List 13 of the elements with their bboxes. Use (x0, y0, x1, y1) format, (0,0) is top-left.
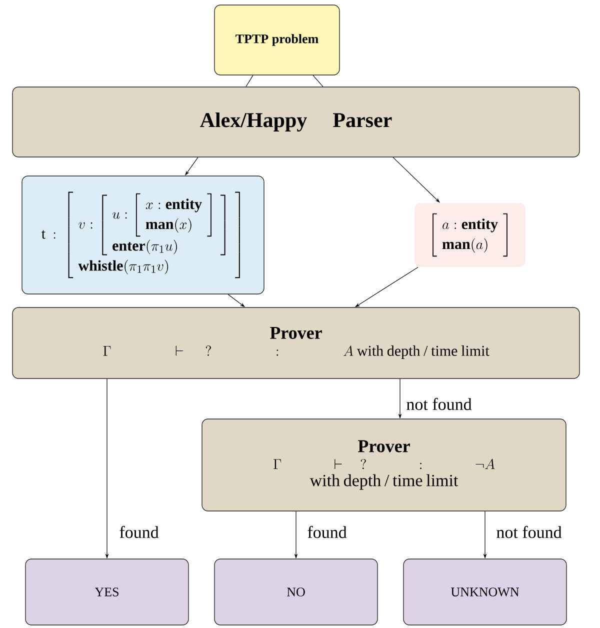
formula-box: $\left[\begin{array}{l} a : \mathbf{entity} \\ \mathbf{man}(a)\end{array}\right]$ (414, 203, 526, 267)
edge-label: found (306, 524, 348, 540)
parser-box: Alex/Happy Parser (12, 86, 580, 158)
input-box: TPTP problem (214, 4, 340, 76)
edge-label: not found (495, 524, 563, 540)
edge-label: not found (405, 396, 473, 412)
formula-box: $\mathrm{t} : \left[\begin{array}{l} v : \left[\begin{array}{l} u : \left[\begin{array}{l} x : \mathbf{entity} \\ \mathbf{man}(x)\end{array}\right] \\ \mathbf{enter}(\pi_1 u)\end{array}\right] \\ \mathbf{whistle}(\pi_1\pi_1 v)\end{array}\right]$ (22, 176, 264, 294)
prover-box: Prover $\Gamma \;\; \vdash\; ? \;\; : \;\; A \text{ with depth / time limit}$ (12, 307, 580, 379)
edge-label: found (118, 524, 160, 540)
result-box: NO (214, 558, 378, 626)
result-box: YES (25, 558, 189, 626)
prover-box: Prover $\Gamma \;\; \vdash\; ? \;\; : \;\; \neg A$ with depth / time limit (202, 418, 566, 512)
result-box: UNKNOWN (403, 558, 567, 626)
